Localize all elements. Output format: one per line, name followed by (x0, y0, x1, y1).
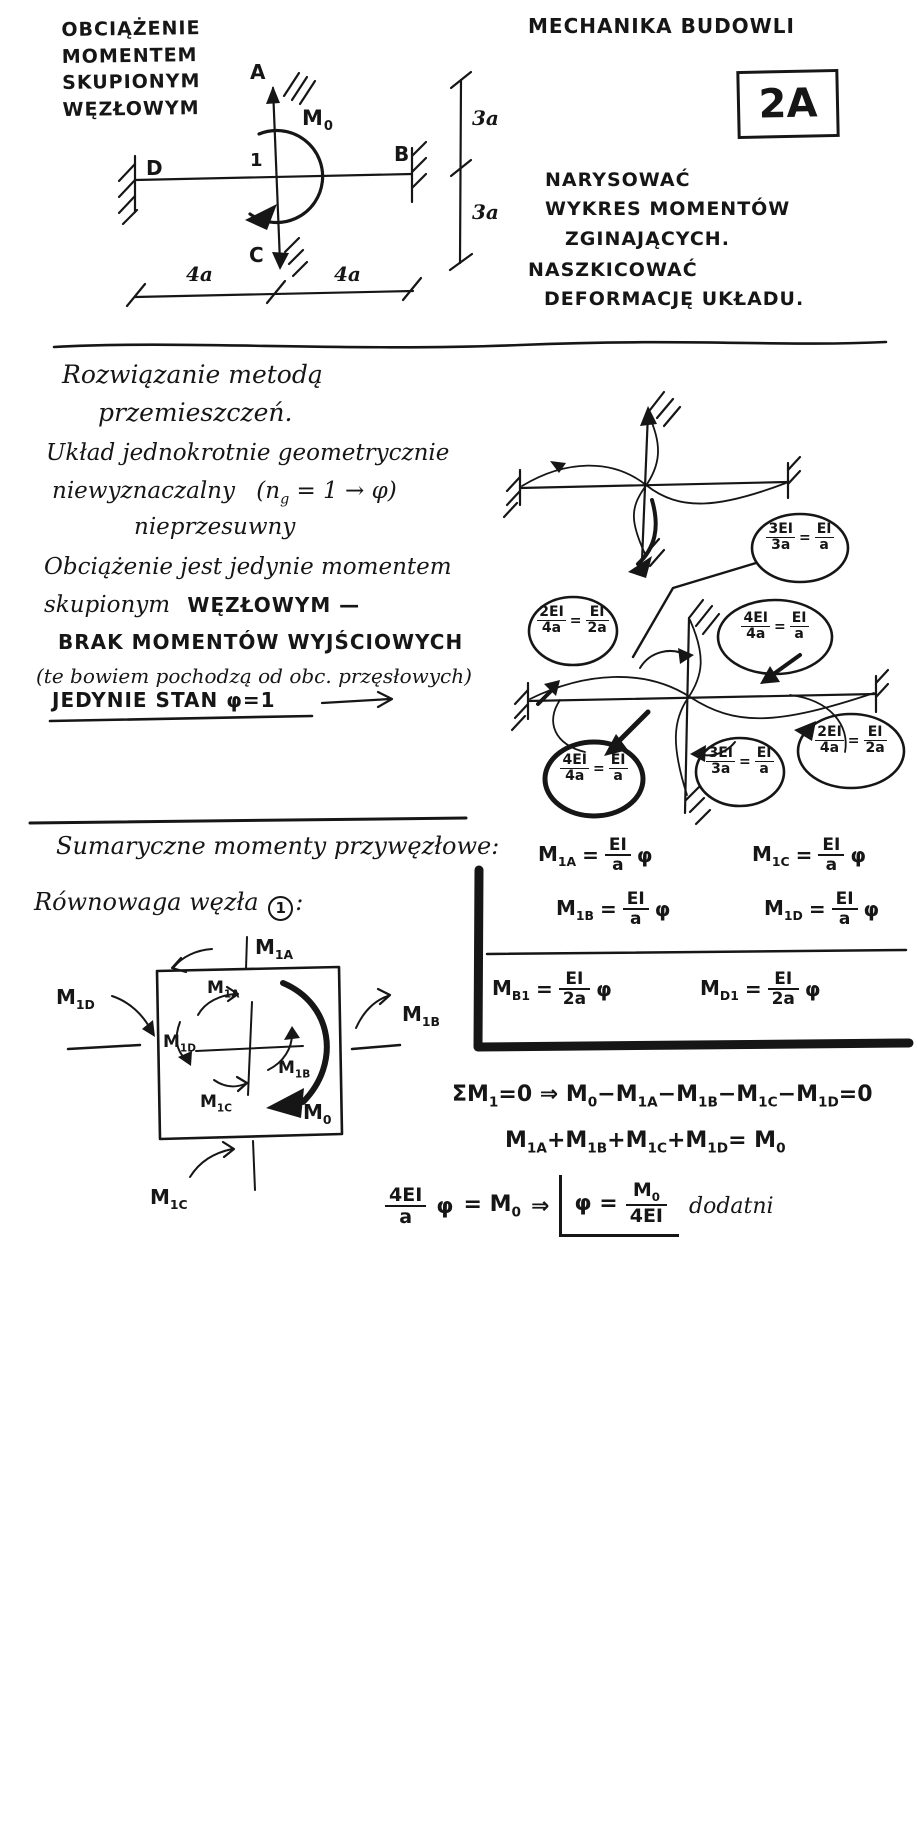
note-system-line2: niewyznaczalny (ng = 1 → φ) (52, 478, 397, 508)
sum-section-line (28, 816, 468, 825)
phi-sign-note: dodatni (689, 1193, 774, 1219)
node-moment-label-m1b-outside: M1B (402, 1002, 440, 1029)
page-title-line: MOMENTEM (61, 43, 198, 68)
structure-diagram-lines (117, 70, 474, 308)
note-system-line1: Układ jednokrotnie geometrycznie (46, 440, 450, 466)
note-method-line2: przemieszczeń. (98, 398, 293, 427)
course-title: MECHANIKA BUDOWLI (528, 14, 795, 38)
node-moment-label-m0-inside: M0 (303, 1100, 332, 1127)
node-label-center: 1 (250, 150, 264, 171)
note-load-line1: Obciążenie jest jedynie momentem (44, 554, 452, 580)
task-draw-text: NARYSOWAĆ WYKRES MOMENTÓW ZGINAJĄCYCH. (545, 166, 790, 254)
note-load-line3: BRAK MOMENTÓW WYJŚCIOWYCH (58, 630, 464, 654)
moment-m0-label: M0 (302, 106, 334, 135)
note-system-line3: nieprzesuwny (134, 514, 296, 540)
dimension-3a-bottom: 3a (472, 200, 499, 224)
page-title: OBCIĄŻENIE MOMENTEM SKUPIONYM WĘZŁOWYM (61, 15, 202, 123)
task-line: ZGINAJĄCYCH. (565, 227, 730, 250)
note-load-line4: (te bowiem pochodzą od obc. przęsłowych) (36, 664, 472, 688)
task-line: WYKRES MOMENTÓW (545, 198, 791, 221)
equilibrium-sum-equation: ΣM1=0 ⇒ M0−M1A−M1B−M1C−M1D=0 (452, 1082, 873, 1111)
node-moment-label-m1a-inside: M1A (207, 978, 240, 1001)
hand-drawn-strokes (28, 70, 914, 1191)
deformation-sketch-2 (510, 512, 906, 826)
node-moment-label-m1d-outside: M1D (56, 985, 95, 1012)
dimension-3a-top: 3a (472, 106, 499, 130)
ng-parenthesis: (ng = 1 → φ) (256, 478, 397, 508)
note-method-line1: Rozwiązanie metodą (62, 360, 323, 389)
sheet-number-box: 2A (736, 68, 840, 140)
sheet-number: 2A (758, 80, 818, 128)
node-moment-label-m1a-outside: M1A (255, 935, 294, 962)
equations-bold-bracket (473, 865, 914, 1052)
deformation-sketch-1 (502, 390, 802, 578)
dimension-4a-right: 4a (334, 262, 361, 286)
note-load-line2: skupionym WĘZŁOWYM — (44, 592, 361, 618)
task-sketch-text: NASZKICOWAĆ DEFORMACJĘ UKŁADU. (528, 256, 804, 315)
node-label-d: D (146, 156, 164, 180)
dimension-4a-left: 4a (186, 262, 213, 286)
node-equilibrium-diagram-lines (66, 936, 402, 1191)
section-divider-line (52, 340, 888, 349)
node-moment-label-m1c-inside: M1C (200, 1092, 232, 1115)
node-label-c: C (249, 243, 265, 267)
node-moment-label-m1b-inside: M1B (278, 1058, 311, 1081)
state-underline-and-arrow (48, 690, 394, 723)
node-moment-label-m1c-outside: M1C (150, 1185, 188, 1212)
page-title-line: SKUPIONYM (62, 70, 201, 95)
circled-node-number: 1 (268, 895, 294, 921)
note-state-phi: JEDYNIE STAN φ=1 (52, 688, 276, 712)
equations-separator-line (485, 948, 908, 956)
page-title-line: OBCIĄŻENIE (61, 17, 201, 41)
task-line: NASZKICOWAĆ (528, 259, 698, 281)
sum-moments-title: Sumaryczne momenty przywęzłowe: (56, 832, 500, 860)
node-equilibrium-title: Równowaga węzła 1: (34, 888, 303, 921)
page-title-line: WĘZŁOWYM (62, 96, 200, 121)
node-moment-label-m1d-inside: M1D (163, 1032, 196, 1055)
node-label-b: B (394, 142, 411, 166)
task-line: NARYSOWAĆ (545, 169, 691, 191)
node-label-a: A (250, 60, 267, 84)
moment-addition-equation: M1A+M1B+M1C+M1D= M0 (505, 1128, 786, 1157)
task-line: DEFORMACJĘ UKŁADU. (544, 288, 805, 311)
